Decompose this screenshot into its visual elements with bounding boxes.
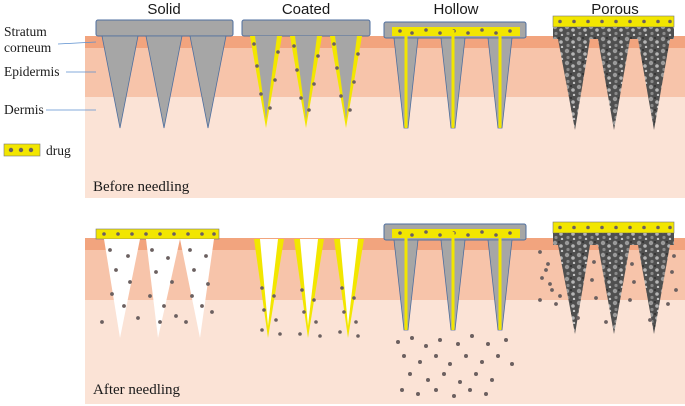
label-stratum-line1: Stratum — [4, 24, 47, 39]
state-label-after: After needling — [93, 382, 181, 398]
leader-stratum — [57, 41, 97, 45]
hollow-microneedle-before — [383, 21, 527, 129]
skin-panel-before — [85, 36, 685, 198]
legend-drug: drug — [3, 143, 71, 158]
column-title-coated: Coated — [282, 1, 330, 18]
label-epidermis: Epidermis — [4, 64, 60, 79]
stratum-corneum-layer — [85, 238, 685, 250]
state-label-before: Before needling — [93, 179, 190, 195]
porous-microneedle-before — [552, 15, 675, 130]
solid-microneedle-before — [95, 19, 234, 129]
stratum-corneum-layer — [85, 36, 685, 48]
dermis-layer — [85, 300, 685, 404]
column-title-porous: Porous — [591, 1, 639, 18]
legend-drug-label: drug — [46, 143, 71, 158]
coated-microneedle-before — [241, 19, 371, 128]
label-stratum-line2: corneum — [4, 40, 52, 55]
coated-microneedle-after — [254, 239, 364, 338]
column-title-hollow: Hollow — [433, 1, 478, 18]
label-dermis: Dermis — [4, 102, 44, 117]
solid-microneedle-after — [95, 228, 220, 338]
hollow-microneedle-after — [383, 223, 527, 398]
dermis-layer — [85, 97, 685, 198]
porous-microneedle-after — [538, 221, 678, 334]
skin-panel-after — [85, 238, 685, 404]
column-title-solid: Solid — [147, 1, 180, 18]
